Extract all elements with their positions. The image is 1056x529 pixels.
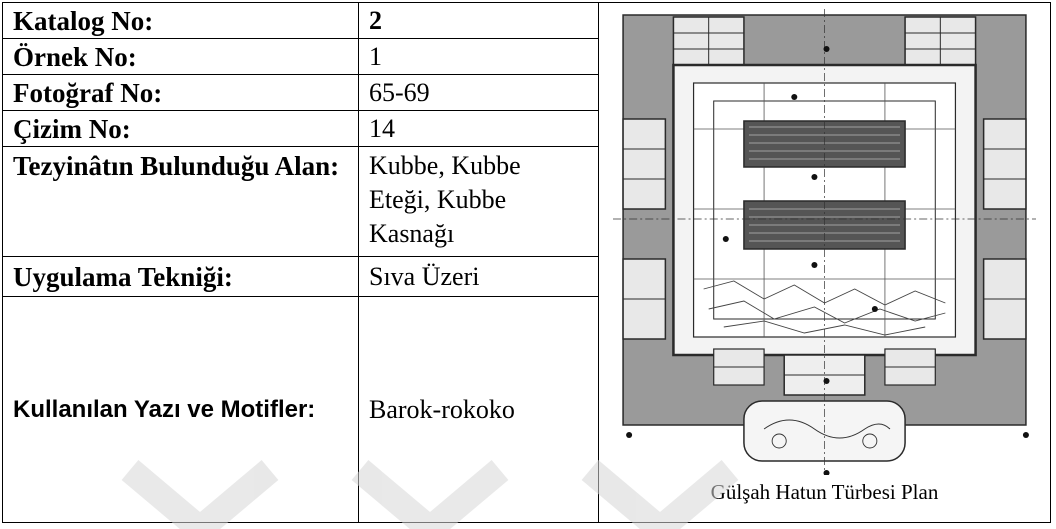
catalog-no-value: 2 xyxy=(358,2,599,39)
drawing-no-label: Çizim No: xyxy=(2,110,359,147)
plan-caption: Gülşah Hatun Türbesi Plan xyxy=(710,480,939,504)
sample-no-label: Örnek No: xyxy=(2,38,359,75)
drawing-no-value: 14 xyxy=(358,110,599,147)
decoration-area-label: Tezyinâtın Bulunduğu Alan: xyxy=(2,146,359,257)
table-row: Çizim No: 14 xyxy=(2,110,1051,147)
catalog-no-label: Katalog No: xyxy=(2,2,359,39)
decoration-area-value: Kubbe, Kubbe Eteği, Kubbe Kasnağı xyxy=(358,146,599,257)
table-row: Katalog No: 2 xyxy=(2,2,1051,523)
table-row: Örnek No: 1 xyxy=(2,38,1051,75)
technique-label: Uygulama Tekniği: xyxy=(2,256,359,297)
technique-value: Sıva Üzeri xyxy=(358,256,599,297)
motifs-value: Barok-rokoko xyxy=(358,296,599,523)
sample-no-value: 1 xyxy=(358,38,599,75)
plan-cell: Gülşah Hatun Türbesi Plan xyxy=(598,2,1051,523)
table-row: Fotoğraf No: 65-69 xyxy=(2,74,1051,111)
catalog-table: Katalog No: 2 xyxy=(2,2,1051,523)
tomb-plan-image xyxy=(613,9,1036,475)
plan-drawing xyxy=(613,9,1036,475)
photo-no-value: 65-69 xyxy=(358,74,599,111)
motifs-label: Kullanılan Yazı ve Motifler: xyxy=(2,296,359,523)
photo-no-label: Fotoğraf No: xyxy=(2,74,359,111)
